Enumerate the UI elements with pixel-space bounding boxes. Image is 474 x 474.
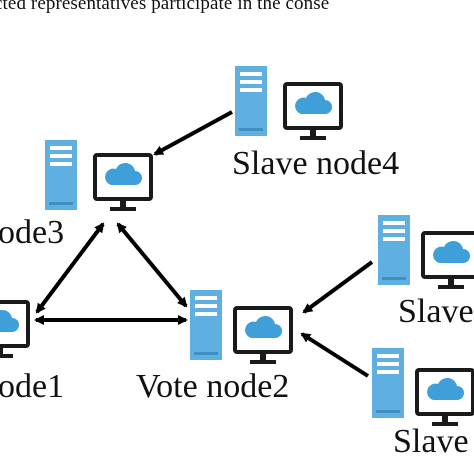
server-icon (378, 215, 410, 285)
label-node1: ode1 (0, 368, 65, 405)
label-node3: ode3 (0, 214, 65, 251)
arrow-node3-node2 (116, 222, 188, 308)
label-slave-node4: Slave node4 (232, 145, 400, 182)
monitor-icon (283, 82, 343, 142)
monitor-icon (0, 300, 30, 360)
caption-text: cted representatives participate in the … (0, 0, 330, 14)
label-slave-a: Slave (398, 293, 474, 330)
monitor-icon (421, 231, 474, 291)
slave-node4-computer (235, 66, 343, 142)
arrow-node1-node3 (35, 222, 105, 314)
arrow-slave4-to-node3 (153, 110, 233, 156)
server-icon (190, 290, 222, 360)
slave-b-computer (372, 348, 474, 428)
server-icon (45, 140, 77, 210)
server-icon (235, 66, 267, 136)
arrow-slave-a-to-node2 (302, 260, 374, 314)
vote-node2-computer (190, 290, 293, 366)
monitor-icon (233, 306, 293, 366)
node3-computer (45, 140, 153, 213)
node1-computer (0, 300, 30, 360)
server-icon (372, 348, 404, 418)
monitor-icon (93, 153, 153, 213)
arrow-slave-b-to-node2 (300, 332, 370, 378)
slave-a-computer (378, 215, 474, 291)
label-slave-b: Slave (393, 423, 469, 460)
monitor-icon (415, 368, 474, 428)
label-vote-node2: Vote node2 (136, 368, 290, 405)
